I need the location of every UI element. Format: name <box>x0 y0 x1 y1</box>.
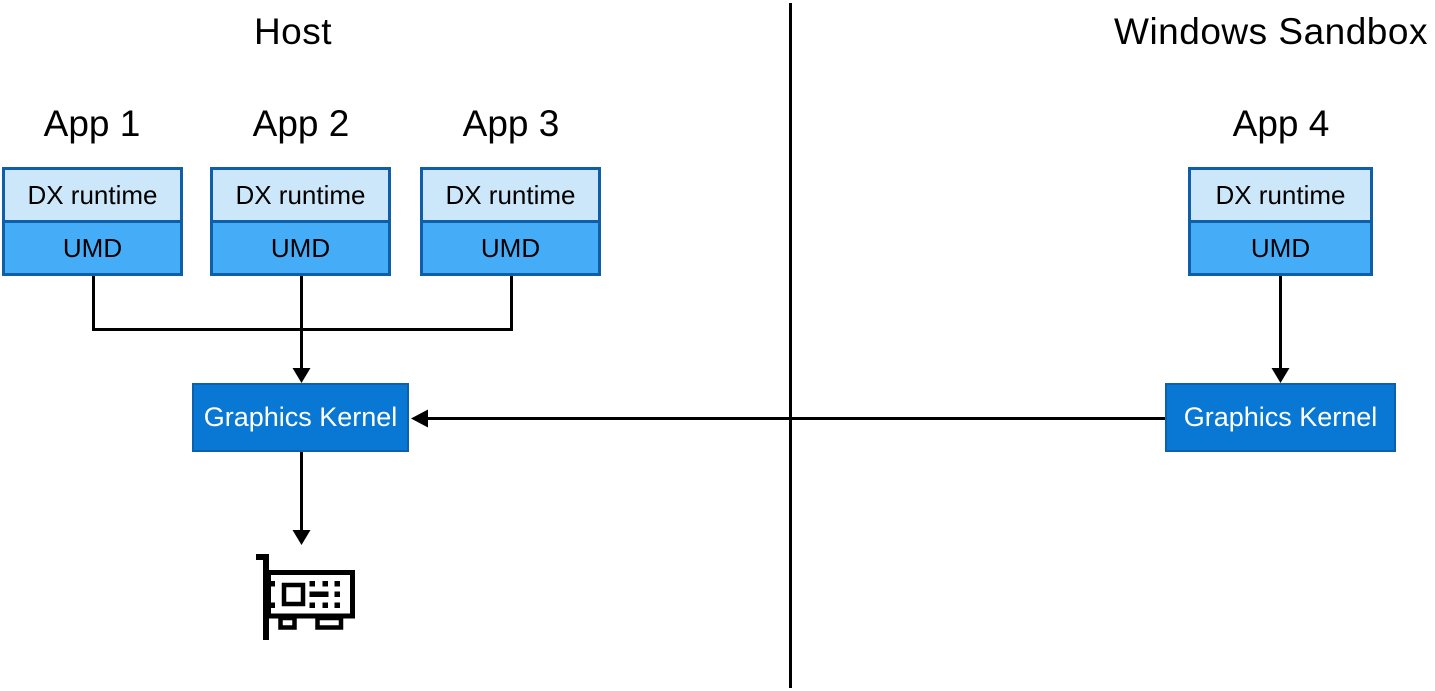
arrowhead-into-host-kernel-left <box>411 409 428 428</box>
app-2-umd-layer: UMD <box>213 220 388 273</box>
app-1-umd-layer: UMD <box>5 220 180 273</box>
app-1-box: DX runtime UMD <box>2 167 183 276</box>
app-4-box: DX runtime UMD <box>1188 167 1373 276</box>
app-2-label: App 2 <box>252 103 350 144</box>
app-4-label: App 4 <box>1232 103 1330 144</box>
app-2-dx-runtime-layer: DX runtime <box>213 170 388 220</box>
app-3-umd-layer: UMD <box>423 220 598 273</box>
app-3-label: App 3 <box>462 103 560 144</box>
app-4-dx-runtime-layer: DX runtime <box>1191 170 1370 220</box>
host-section-title: Host <box>253 11 333 52</box>
app-4-umd-layer: UMD <box>1191 220 1370 273</box>
gpu-card-icon <box>256 554 355 640</box>
arrowhead-into-sandbox-kernel <box>1271 368 1290 383</box>
app-3-dx-runtime-layer: DX runtime <box>423 170 598 220</box>
arrowhead-into-gpu <box>292 530 311 545</box>
sandbox-section-title: Windows Sandbox <box>1114 11 1428 52</box>
app-1-label: App 1 <box>43 103 141 144</box>
graphics-kernel-sandbox-box: Graphics Kernel <box>1165 383 1396 452</box>
app-3-box: DX runtime UMD <box>420 167 601 276</box>
app-1-dx-runtime-layer: DX runtime <box>5 170 180 220</box>
arrowhead-into-host-kernel <box>292 368 311 383</box>
app-2-box: DX runtime UMD <box>210 167 391 276</box>
graphics-kernel-host-box: Graphics Kernel <box>192 383 409 452</box>
